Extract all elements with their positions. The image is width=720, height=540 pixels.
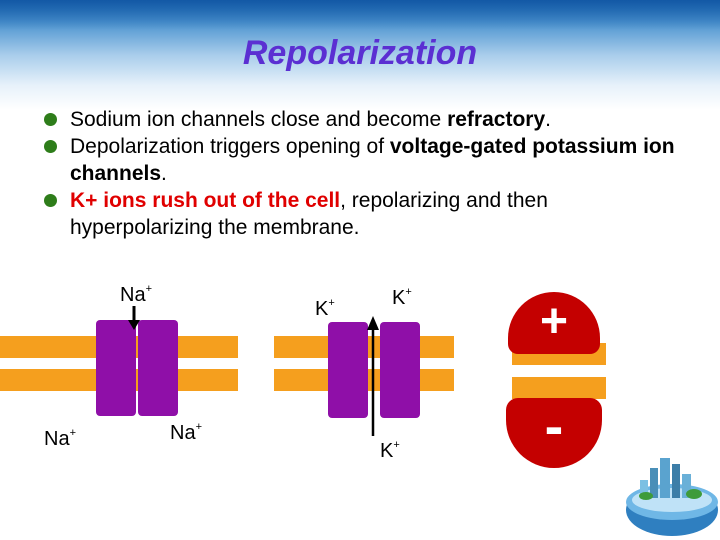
bullet-tail: . [161,162,167,185]
header-band [0,0,720,30]
potassium-channel-left [328,322,368,418]
bullet-icon [44,140,57,153]
na-ion-label-bottom-right: Na+ [170,421,203,444]
bullet-item: Sodium ion channels close and become ref… [44,106,684,133]
bullet-text: , repolarizing and then hyperpolarizing … [70,189,548,239]
na-ion-label-top: Na+ [120,283,153,306]
bullet-text: Depolarization triggers opening of [70,135,390,158]
sodium-channel-right [138,320,178,416]
bullet-item: Depolarization triggers opening of volta… [44,133,684,187]
bullet-emphasis-text: K+ ions rush out of the cell [70,189,341,212]
bullet-bold-text: voltage-gated potassium ion channels [70,135,675,185]
sodium-channel-left [96,320,136,416]
k-ion-label-top-left: K+ [315,297,335,320]
sodium-blocked-arrow [128,306,140,330]
potassium-efflux-arrow [367,316,379,436]
k-ion-label-top-right: K+ [392,286,412,309]
plus-sign: + [539,295,569,348]
slide-title: Repolarization [242,34,478,72]
bullet-tail: . [545,108,551,131]
k-ion-label-bottom: K+ [380,439,400,462]
bullet-icon [44,113,57,126]
globe-logo-icon [626,458,718,536]
bullet-icon [44,194,57,207]
membrane-lower-legend [512,377,606,399]
na-ion-label-bottom-left: Na+ [44,427,77,450]
bullet-item: K+ ions rush out of the cell, repolarizi… [44,187,684,241]
bullet-text: Sodium ion channels close and become [70,108,448,131]
minus-sign: - [544,394,564,457]
bullet-list: Sodium ion channels close and become ref… [44,106,684,241]
bullet-bold-text: refractory [447,108,546,131]
potassium-channel-right [380,322,420,418]
